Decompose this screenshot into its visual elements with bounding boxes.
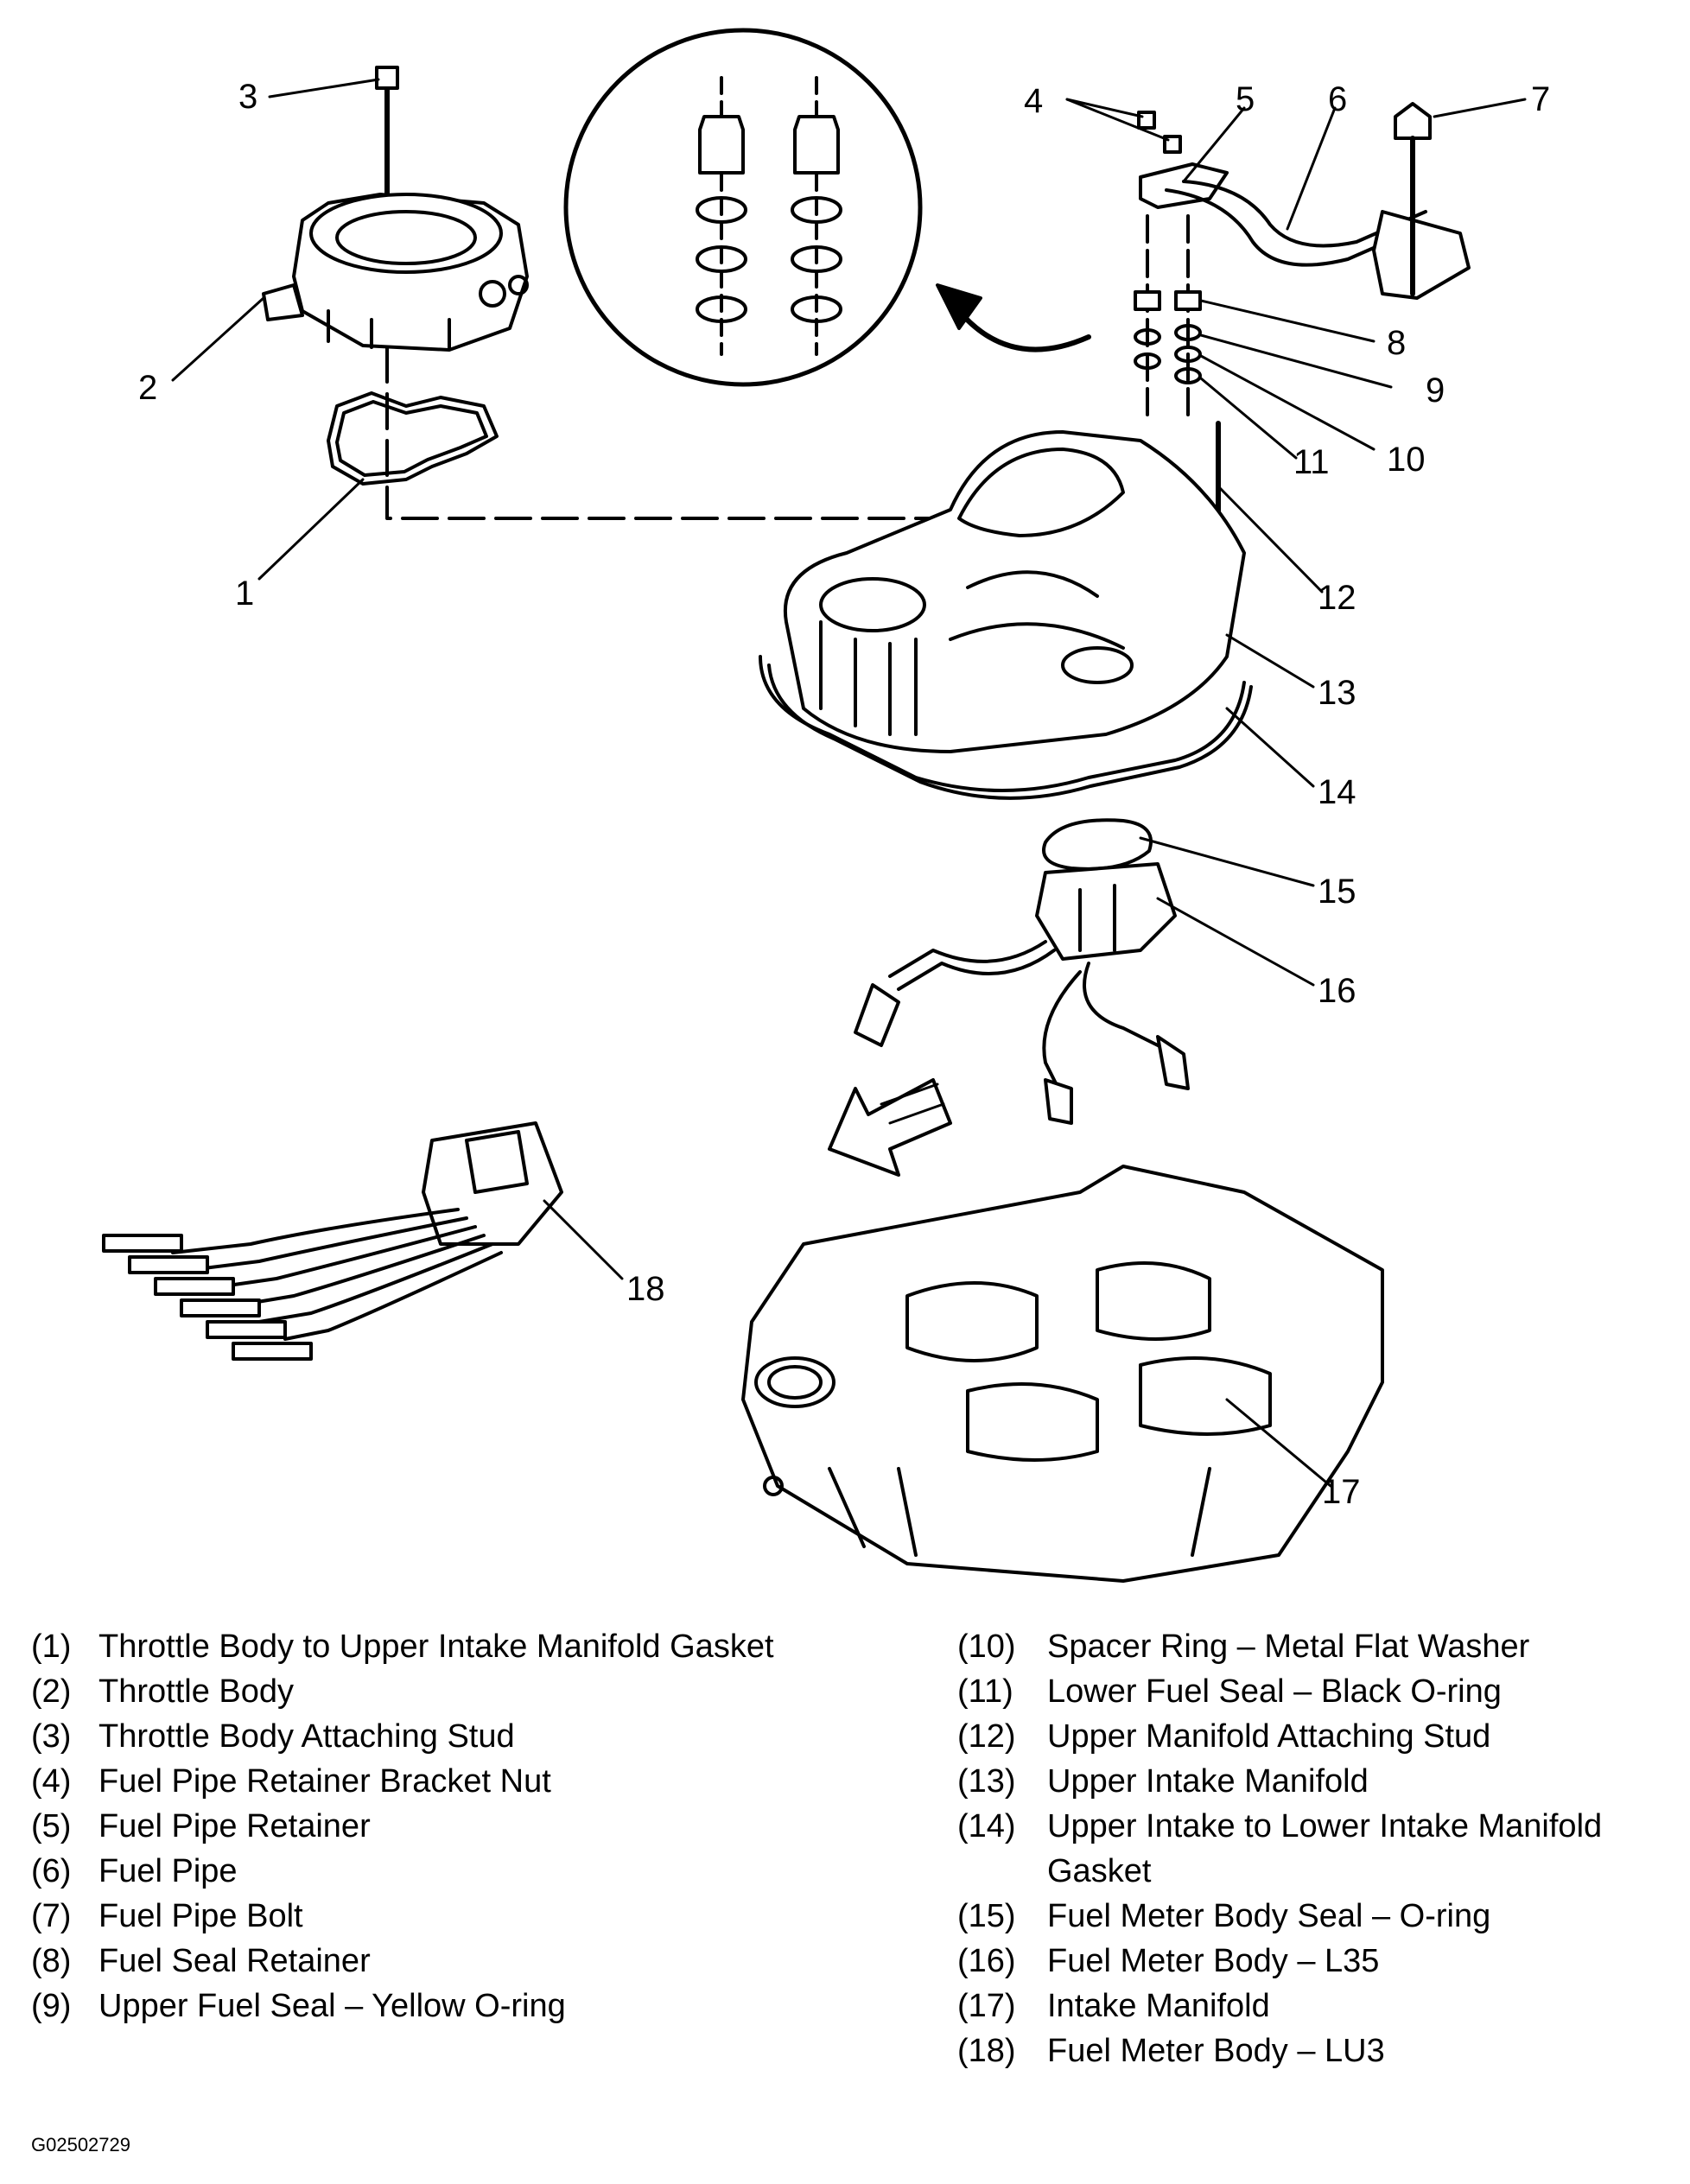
legend-item: (16)Fuel Meter Body – L35 — [957, 1943, 1380, 1979]
callout-12: 12 — [1318, 579, 1356, 617]
legend-item: (14)Upper Intake to Lower Intake Manifol… — [957, 1808, 1603, 1889]
callout-7: 7 — [1531, 80, 1550, 118]
legend-item: (8)Fuel Seal Retainer — [31, 1943, 371, 1979]
callout-15: 15 — [1318, 873, 1356, 911]
callout-11: 11 — [1293, 443, 1330, 481]
callout-2: 2 — [138, 369, 157, 407]
legend-item: (7)Fuel Pipe Bolt — [31, 1898, 303, 1934]
callout-16: 16 — [1318, 972, 1356, 1010]
seal-detail-inset — [563, 28, 1091, 387]
legend-item: (18)Fuel Meter Body – LU3 — [957, 2033, 1385, 2069]
legend-item: (11)Lower Fuel Seal – Black O-ring — [957, 1673, 1502, 1710]
legend-right-column: (10)Spacer Ring – Metal Flat Washer (11)… — [957, 1624, 1674, 2073]
callout-13: 13 — [1318, 674, 1356, 712]
legend-item: (17)Intake Manifold — [957, 1988, 1270, 2024]
callout-10: 10 — [1387, 441, 1426, 479]
legend-item: (4)Fuel Pipe Retainer Bracket Nut — [31, 1763, 551, 1800]
figure-id: G02502729 — [31, 2134, 130, 2155]
legend-item: (2)Throttle Body — [31, 1673, 294, 1710]
callout-6: 6 — [1328, 80, 1347, 118]
callout-5: 5 — [1236, 80, 1255, 118]
callout-17: 17 — [1322, 1473, 1361, 1511]
throttle-body — [262, 66, 529, 352]
intake-manifold — [741, 1165, 1384, 1583]
legend-item: (15)Fuel Meter Body Seal – O-ring — [957, 1898, 1491, 1934]
legend-item: (5)Fuel Pipe Retainer — [31, 1808, 371, 1844]
fuel-meter-body-lu3 — [102, 1121, 563, 1361]
legend-item: (10)Spacer Ring – Metal Flat Washer — [957, 1628, 1530, 1665]
callout-3: 3 — [238, 78, 257, 116]
throttle-body-gasket — [327, 391, 499, 486]
legend-item: (12)Upper Manifold Attaching Stud — [957, 1718, 1491, 1755]
legend-item: (1)Throttle Body to Upper Intake Manifol… — [31, 1628, 774, 1665]
leader-lines — [171, 78, 1527, 1488]
legend-left-column: (1)Throttle Body to Upper Intake Manifol… — [31, 1624, 809, 2028]
legend-item: (13)Upper Intake Manifold — [957, 1763, 1369, 1800]
callout-14: 14 — [1318, 773, 1356, 811]
callout-9: 9 — [1426, 371, 1445, 410]
callout-8: 8 — [1387, 324, 1406, 362]
upper-intake-manifold — [759, 421, 1253, 800]
callout-4: 4 — [1024, 82, 1043, 120]
callout-18: 18 — [626, 1270, 665, 1308]
fuel-pipe-assembly — [1134, 102, 1471, 416]
legend-item: (3)Throttle Body Attaching Stud — [31, 1718, 515, 1755]
callout-labels: 1 2 3 4 5 6 7 8 9 10 11 12 13 14 15 16 1… — [138, 78, 1550, 1511]
exploded-view-diagram: 1 2 3 4 5 6 7 8 9 10 11 12 13 14 15 16 1… — [102, 28, 1550, 1583]
legend-item: (9)Upper Fuel Seal – Yellow O-ring — [31, 1988, 566, 2024]
legend-item: (6)Fuel Pipe — [31, 1853, 238, 1889]
direction-arrow — [828, 1078, 952, 1177]
callout-1: 1 — [235, 575, 254, 613]
fuel-meter-body-l35 — [854, 818, 1190, 1125]
